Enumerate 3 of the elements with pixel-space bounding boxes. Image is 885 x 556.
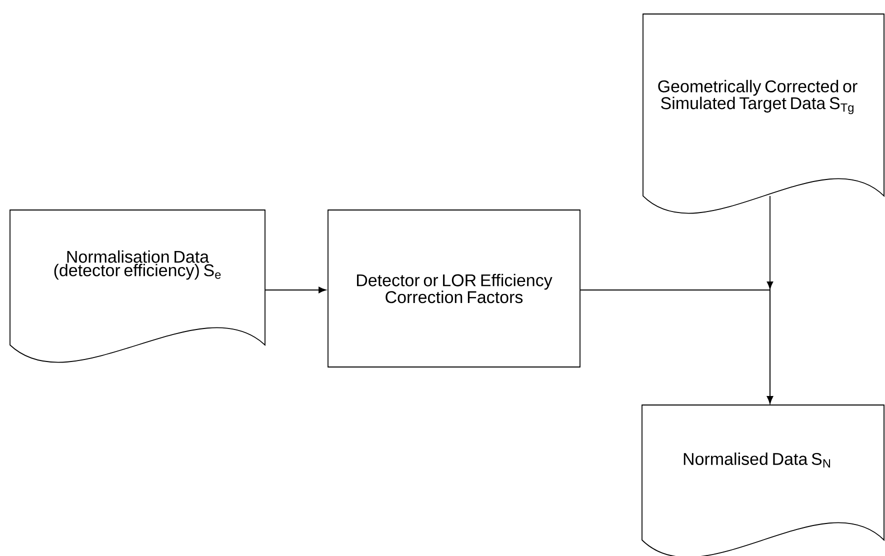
process-box: Detector or LOR Efficiency Correction Factors [328,210,580,368]
arrow [264,286,326,294]
arrow [766,196,774,404]
